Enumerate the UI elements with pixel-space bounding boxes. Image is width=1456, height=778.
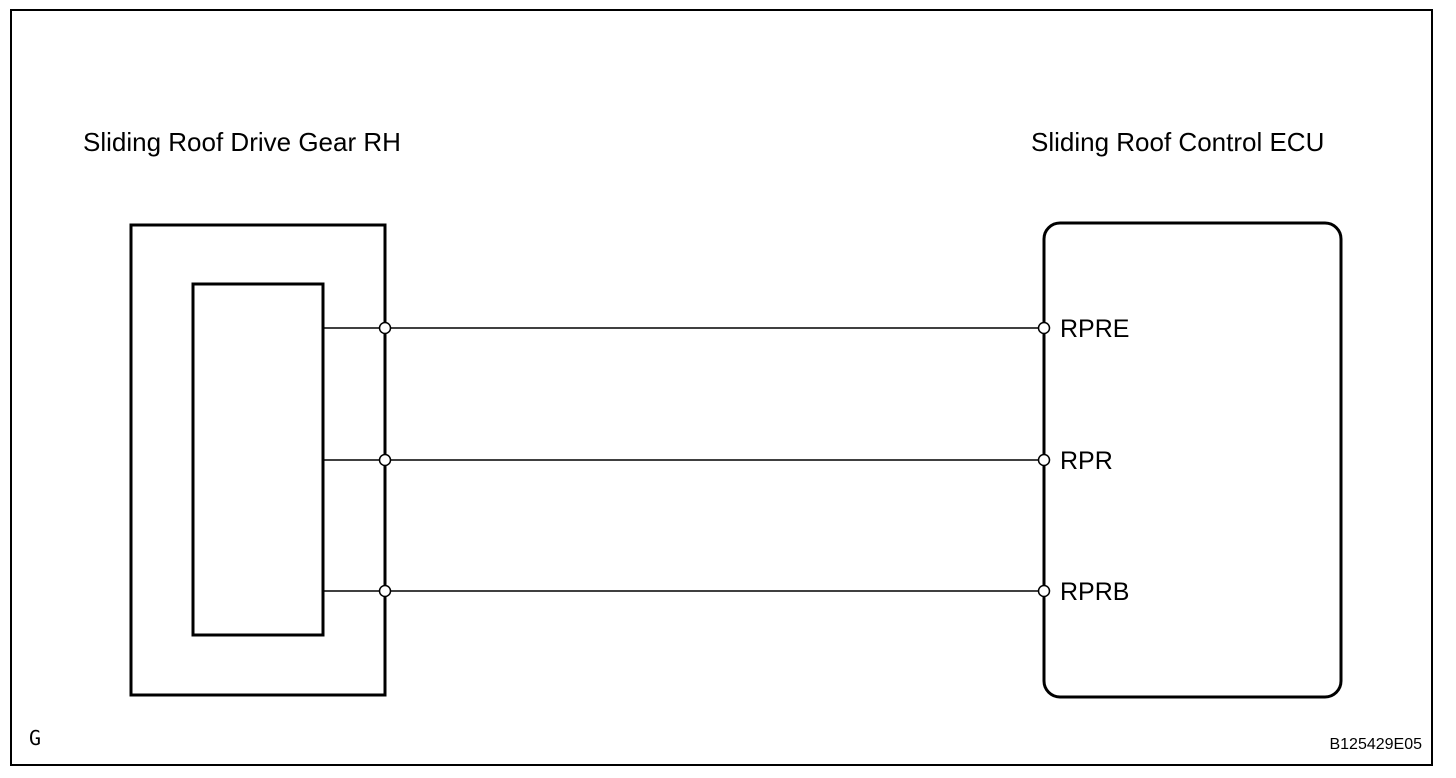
gear-connector-terminal [378, 584, 392, 598]
diagram-frame [10, 9, 1433, 766]
drive-gear-inner-box [191, 282, 325, 637]
terminal-label-rpr: RPR [1060, 447, 1113, 475]
gear-connector-terminal [378, 321, 392, 335]
ecu-connector-terminal [1037, 321, 1051, 335]
ecu-title: Sliding Roof Control ECU [1031, 127, 1324, 157]
terminal-label-rpre: RPRE [1060, 315, 1129, 343]
ecu-connector-terminal [1037, 453, 1051, 467]
gear-connector-terminal [378, 453, 392, 467]
corner-letter: G [29, 726, 41, 750]
wire-rpre: RPRE [323, 315, 1129, 343]
wire-rprb: RPRB [323, 578, 1129, 606]
drive-gear-title: Sliding Roof Drive Gear RH [83, 127, 401, 157]
figure-code: B125429E05 [1329, 736, 1422, 753]
ecu-connector-terminal [1037, 584, 1051, 598]
terminal-label-rprb: RPRB [1060, 578, 1129, 606]
wire-rpr: RPR [323, 447, 1113, 475]
